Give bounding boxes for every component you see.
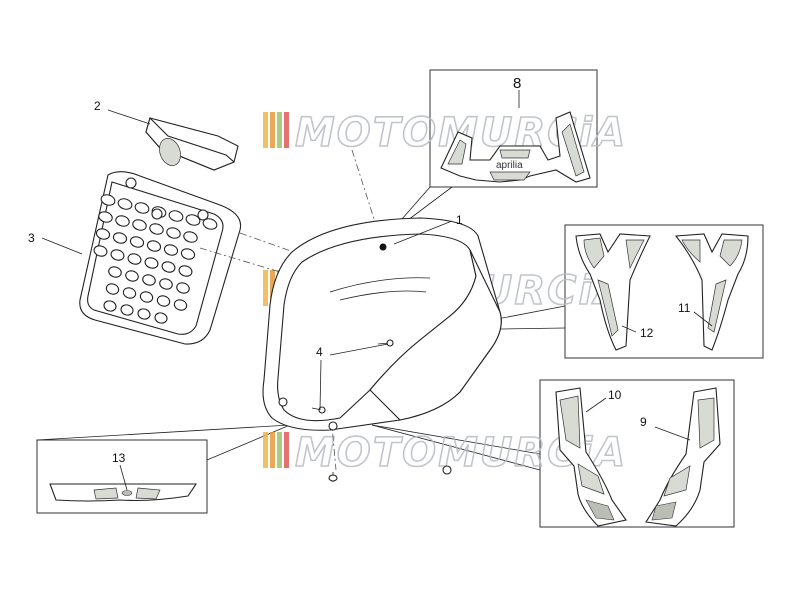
grille-hole: [202, 218, 218, 230]
callout-12: 12: [640, 326, 654, 340]
grille-hole: [127, 253, 142, 265]
part-8-decal[interactable]: aprilia: [440, 111, 591, 183]
grille-hole: [132, 219, 147, 231]
callout-8: 8: [513, 75, 521, 92]
part-2-emblem[interactable]: [145, 116, 239, 171]
grille-hole: [183, 231, 198, 243]
grille-hole: [103, 300, 117, 312]
grille-hole: [134, 202, 150, 214]
grille-hole: [137, 308, 151, 320]
callout-leader-lines: [41, 90, 713, 491]
callout-labels: 2 3 1 4 8 12 11 10 9 13: [28, 75, 691, 465]
part-12-decal[interactable]: [575, 233, 651, 351]
part-11-decal[interactable]: [674, 233, 749, 351]
grille-hole: [95, 228, 111, 240]
grille-hole: [105, 283, 120, 295]
grille-hole: [163, 244, 179, 256]
grille-hole: [173, 299, 188, 311]
grille-hole: [139, 291, 154, 303]
callout-4: 4: [316, 345, 323, 359]
part-9-decal[interactable]: [645, 387, 721, 527]
grille-hole: [129, 236, 145, 248]
grille-holes: [93, 194, 218, 324]
grille-hole: [98, 211, 113, 223]
callout-3: 3: [28, 231, 35, 245]
grille-hole: [110, 249, 125, 261]
callout-10: 10: [608, 388, 622, 402]
grille-hole: [185, 214, 201, 226]
decal-brand-text: aprilia: [496, 160, 523, 171]
grille-hole: [146, 240, 162, 252]
grille-hole: [144, 257, 159, 269]
grille-hole: [159, 278, 173, 290]
callout-1: 1: [456, 213, 463, 227]
grille-hole: [161, 261, 176, 273]
part-10-decal[interactable]: [555, 387, 627, 527]
part-13-decal[interactable]: [49, 483, 198, 502]
grille-hole: [166, 227, 181, 239]
grille-hole: [168, 210, 184, 222]
callout-2: 2: [94, 99, 101, 113]
grille-hole: [122, 287, 137, 299]
grille-hole: [142, 274, 156, 286]
grille-hole: [115, 215, 130, 227]
grille-hole: [156, 295, 171, 307]
grille-hole: [117, 198, 133, 210]
grille-hole: [112, 232, 128, 244]
grille-hole: [176, 282, 190, 294]
part-1-front-shield[interactable]: [262, 217, 502, 475]
grille-hole: [154, 312, 168, 324]
callout-13: 13: [112, 451, 126, 465]
callout-9: 9: [640, 415, 647, 429]
grille-hole: [120, 304, 134, 316]
grille-hole: [108, 266, 122, 278]
grille-hole: [125, 270, 139, 282]
grille-hole: [178, 265, 193, 277]
grille-hole: [180, 248, 196, 260]
grille-hole: [93, 245, 108, 257]
part-3-grille[interactable]: [79, 171, 242, 345]
grille-hole: [149, 223, 164, 235]
callout-11: 11: [678, 301, 691, 315]
grille-hole: [100, 194, 116, 206]
